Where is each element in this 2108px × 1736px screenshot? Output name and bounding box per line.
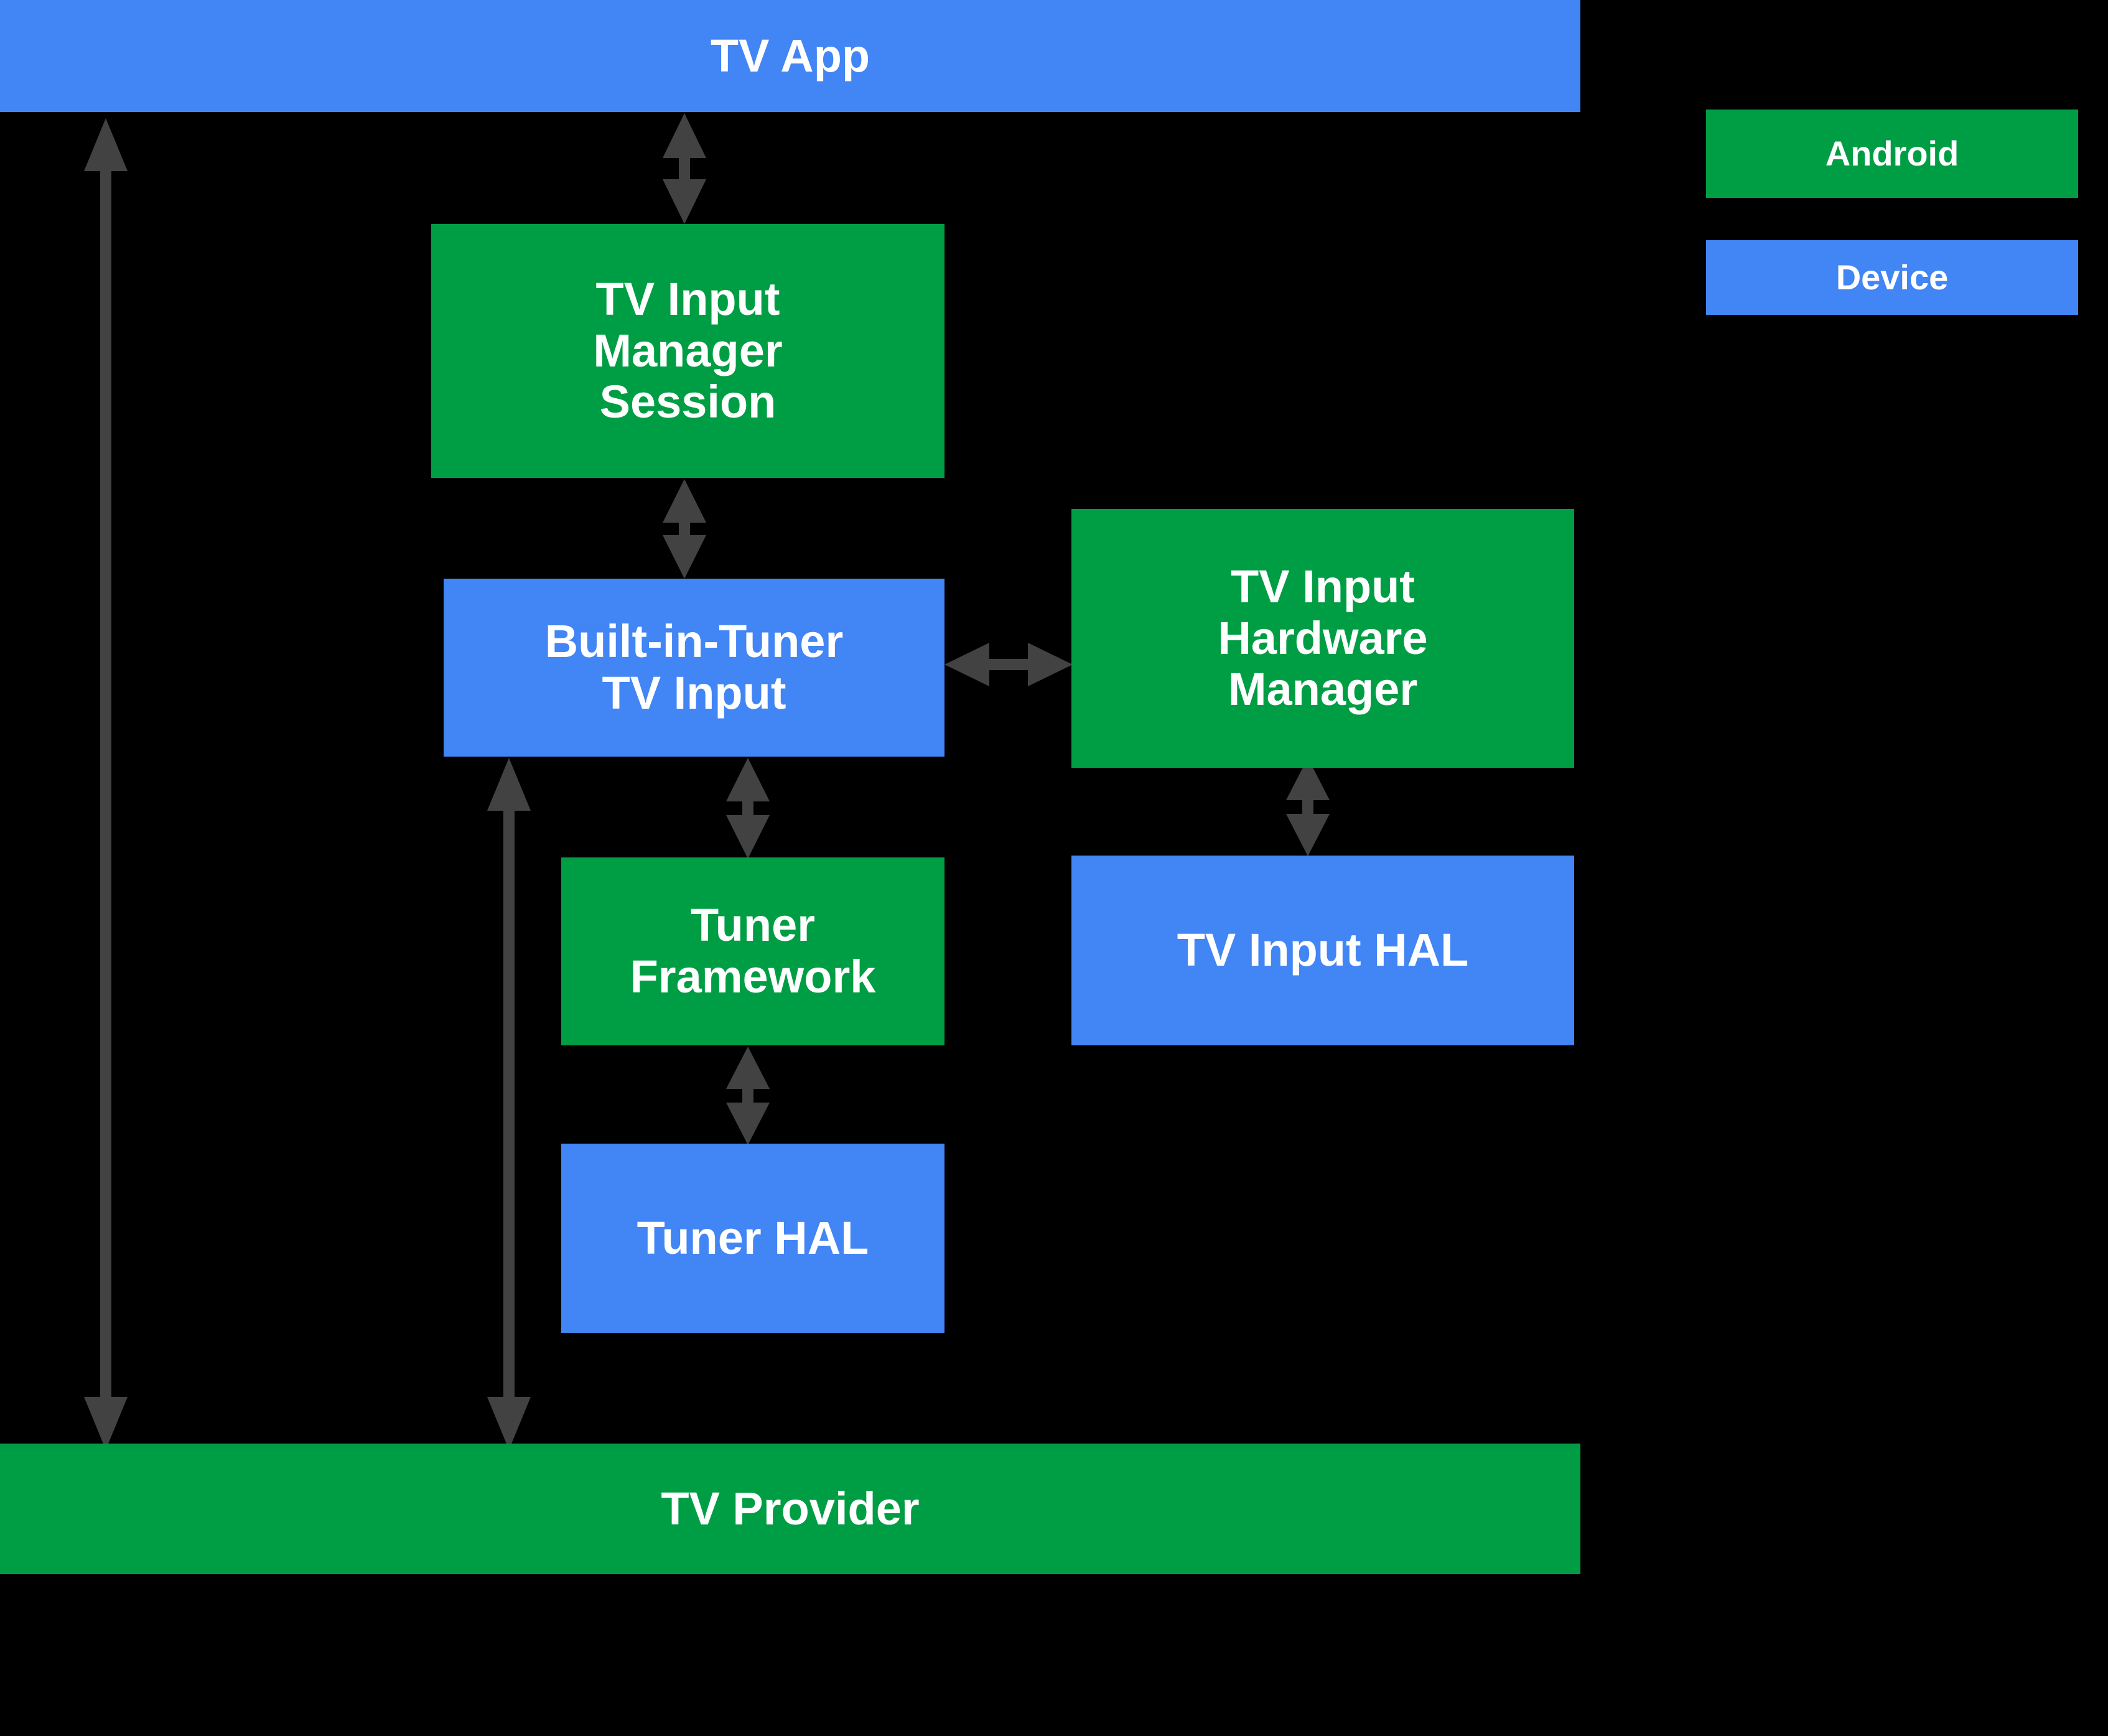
box-tv-provider[interactable]: TV Provider — [0, 1444, 1580, 1574]
box-tv-input-hardware-manager[interactable]: TV Input Hardware Manager — [1071, 509, 1574, 768]
arrow-built-in-tuner-to-tv-input-hardware-manager — [944, 627, 1073, 702]
arrow-built-in-tuner-to-tv-provider — [472, 758, 546, 1450]
box-tuner-hal[interactable]: Tuner HAL — [561, 1144, 944, 1333]
arrow-tv-app-to-tv-input-manager-session — [647, 113, 722, 224]
box-tv-input-manager-session[interactable]: TV Input Manager Session — [431, 224, 944, 478]
legend-swatch-device[interactable]: Device — [1706, 240, 2078, 315]
box-tuner-framework[interactable]: Tuner Framework — [561, 857, 944, 1045]
box-built-in-tuner-tv-input[interactable]: Built-in-Tuner TV Input — [444, 579, 944, 757]
arrow-tv-input-manager-session-to-built-in-tuner — [647, 479, 722, 579]
box-tv-app[interactable]: TV App — [0, 0, 1580, 112]
arrow-tv-app-to-tv-provider — [68, 118, 143, 1450]
legend-swatch-android[interactable]: Android — [1706, 110, 2078, 198]
arrow-built-in-tuner-to-tuner-framework — [711, 758, 785, 859]
box-tv-input-hal[interactable]: TV Input HAL — [1071, 856, 1574, 1045]
arrow-tuner-framework-to-tuner-hal — [711, 1047, 785, 1145]
arrow-tv-input-hardware-manager-to-tv-input-hal — [1271, 758, 1345, 856]
